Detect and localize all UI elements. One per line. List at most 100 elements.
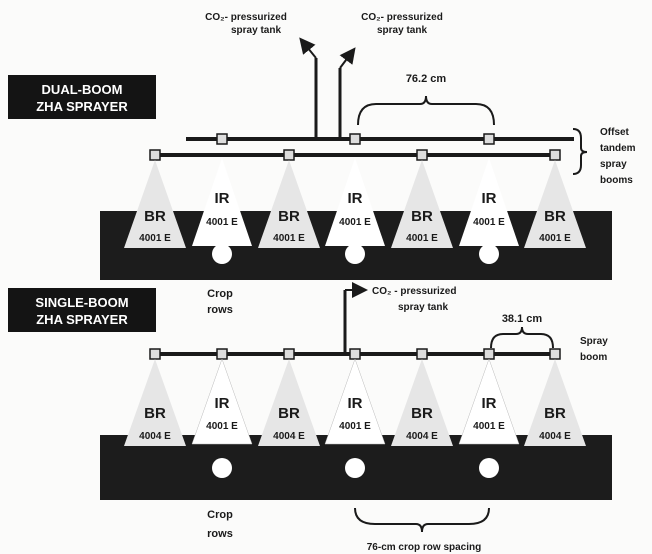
dual-boom-label-line3: spray xyxy=(600,159,627,170)
dual-nozzle-2: IR 4001 E xyxy=(192,133,252,246)
dual-tank1-label-line1: CO₂- pressurized xyxy=(205,12,287,23)
dual-nozzle-7: BR 4001 E xyxy=(524,149,586,248)
dual-nozzle-head-7 xyxy=(549,149,561,161)
single-nozzle-3: BR 4004 E xyxy=(258,348,320,446)
single-crop-rows-label-line1: Crop xyxy=(207,509,233,521)
single-nozzle-type-5: BR xyxy=(411,405,433,422)
dual-nozzle-model-2: 4001 E xyxy=(206,217,238,228)
dual-crop-row-3 xyxy=(479,244,499,264)
dual-nozzle-type-5: BR xyxy=(411,208,433,225)
single-nozzle-type-4: IR xyxy=(348,395,363,412)
dual-nozzle-head-2 xyxy=(216,133,228,145)
dual-boom-section: DUAL-BOOM ZHA SPRAYER CO₂- pressurized s… xyxy=(8,12,636,316)
dual-crop-rows-label-line2: rows xyxy=(207,304,233,316)
single-nozzle-type-1: BR xyxy=(144,405,166,422)
dual-nozzle-head-6 xyxy=(483,133,495,145)
dual-nozzle-head-1 xyxy=(149,149,161,161)
dual-supply-arrow-2 xyxy=(339,47,356,69)
dual-tank2-label-line2: spray tank xyxy=(377,25,427,36)
dual-tank2-label-line1: CO₂- pressurized xyxy=(361,12,443,23)
dual-title-line1: DUAL-BOOM xyxy=(42,82,123,97)
single-nozzle-5: BR 4004 E xyxy=(391,348,453,446)
single-title-line1: SINGLE-BOOM xyxy=(35,295,128,310)
dual-spray-cone-6 xyxy=(459,158,519,246)
single-nozzle-model-3: 4004 E xyxy=(273,431,305,442)
dual-nozzle-model-1: 4001 E xyxy=(139,233,171,244)
dual-nozzle-head-3 xyxy=(283,149,295,161)
single-nozzle-head-7 xyxy=(549,348,561,360)
dual-crop-row-1 xyxy=(212,244,232,264)
dual-nozzle-type-1: BR xyxy=(144,208,166,225)
single-nozzle-model-4: 4001 E xyxy=(339,421,371,432)
dual-boom-brace xyxy=(572,128,588,175)
dual-nozzle-type-4: IR xyxy=(348,190,363,207)
single-nozzle-head-5 xyxy=(416,348,428,360)
dual-nozzle-head-4 xyxy=(349,133,361,145)
dual-nozzle-6: IR 4001 E xyxy=(459,133,519,246)
dual-nozzle-model-4: 4001 E xyxy=(339,217,371,228)
dual-spray-cone-5 xyxy=(391,160,453,248)
single-tank-label-line1: CO₂ - pressurized xyxy=(372,286,456,297)
dual-upper-boom xyxy=(186,137,574,141)
single-nozzle-head-3 xyxy=(283,348,295,360)
single-crop-row-2 xyxy=(345,458,365,478)
dual-spray-cone-7 xyxy=(524,160,586,248)
row-spacing-label: 76-cm crop row spacing xyxy=(367,542,481,553)
dual-spray-cone-1 xyxy=(124,160,186,248)
single-spray-cone-4 xyxy=(324,358,386,445)
dual-nozzle-4: IR 4001 E xyxy=(325,133,385,246)
single-crop-row-1 xyxy=(212,458,232,478)
dual-nozzle-model-3: 4001 E xyxy=(273,233,305,244)
single-nozzle-4: IR 4001 E xyxy=(324,348,386,445)
single-crop-row-3 xyxy=(479,458,499,478)
single-nozzle-type-3: BR xyxy=(278,405,300,422)
dual-lower-boom xyxy=(150,153,560,157)
dual-spacing-bracket xyxy=(357,95,495,126)
single-nozzle-type-2: IR xyxy=(215,395,230,412)
single-title-tag xyxy=(8,288,156,332)
dual-nozzle-type-3: BR xyxy=(278,208,300,225)
row-spacing-brace xyxy=(354,507,490,533)
single-tank-label-line2: spray tank xyxy=(398,302,448,313)
dual-crop-row-2 xyxy=(345,244,365,264)
single-nozzle-model-6: 4001 E xyxy=(473,421,505,432)
single-spray-cone-7 xyxy=(524,359,586,446)
dual-nozzle-model-5: 4001 E xyxy=(406,233,438,244)
single-nozzle-head-6 xyxy=(483,348,495,360)
single-nozzle-head-1 xyxy=(149,348,161,360)
single-crop-rows-label-line2: rows xyxy=(207,528,233,540)
single-nozzle-model-7: 4004 E xyxy=(539,431,571,442)
single-nozzle-type-7: BR xyxy=(544,405,566,422)
dual-nozzle-5: BR 4001 E xyxy=(391,149,453,248)
dual-nozzle-model-6: 4001 E xyxy=(473,217,505,228)
single-spray-cone-1 xyxy=(124,359,186,446)
single-title-line2: ZHA SPRAYER xyxy=(36,312,128,327)
single-spray-cone-5 xyxy=(391,359,453,446)
single-spray-cone-2 xyxy=(191,358,253,445)
single-nozzle-head-2 xyxy=(216,348,228,360)
dual-boom-label-line2: tandem xyxy=(600,143,636,154)
dual-boom-label-line4: booms xyxy=(600,175,633,186)
dual-spacing-label: 76.2 cm xyxy=(406,73,447,85)
dual-tank1-label-line2: spray tank xyxy=(231,25,281,36)
dual-nozzle-head-5 xyxy=(416,149,428,161)
dual-nozzle-model-7: 4001 E xyxy=(539,233,571,244)
single-nozzle-head-4 xyxy=(349,348,361,360)
dual-boom-label-line1: Offset xyxy=(600,127,630,138)
single-nozzle-6: IR 4001 E xyxy=(458,348,520,445)
single-boom-label-line2: boom xyxy=(580,352,607,363)
dual-spray-cone-3 xyxy=(258,160,320,248)
single-nozzle-2: IR 4001 E xyxy=(191,348,253,445)
dual-spray-cone-4 xyxy=(325,158,385,246)
single-spacing-label: 38.1 cm xyxy=(502,313,543,325)
dual-title-line2: ZHA SPRAYER xyxy=(36,99,128,114)
dual-spray-cone-2 xyxy=(192,158,252,246)
dual-title-tag xyxy=(8,75,156,119)
single-nozzle-model-5: 4004 E xyxy=(406,431,438,442)
dual-crop-rows-label-line1: Crop xyxy=(207,288,233,300)
dual-nozzle-1: BR 4001 E xyxy=(124,149,186,248)
single-nozzle-1: BR 4004 E xyxy=(124,348,186,446)
dual-nozzle-type-2: IR xyxy=(215,190,230,207)
